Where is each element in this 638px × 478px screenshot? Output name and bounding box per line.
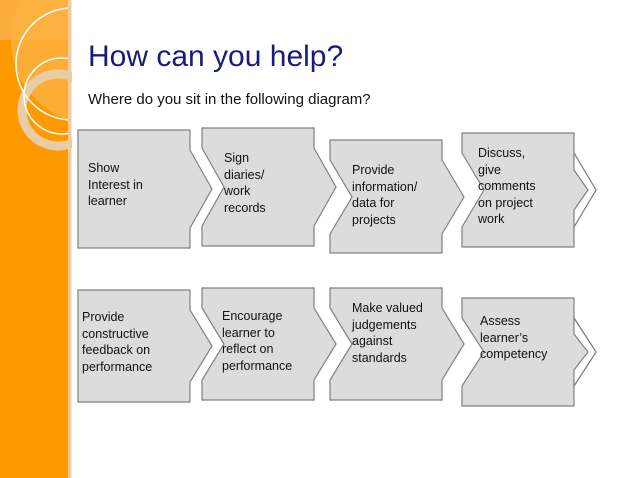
chevron-r1-s2[interactable] <box>201 127 337 247</box>
sidebar-graphic <box>0 0 72 478</box>
chevron-label-r2-s3: Make valued judgements against standards <box>352 301 423 365</box>
white-ring-inner <box>23 57 72 135</box>
chevron-r2-tail-arrow <box>573 315 597 389</box>
chevron-label-r1-s4: Discuss, give comments on project work <box>478 146 536 226</box>
decorative-sidebar <box>0 0 72 478</box>
pale-circle-top <box>10 0 68 120</box>
chevron-label-r2-s1: Provide constructive feedback on perform… <box>82 310 153 374</box>
chevron-label-r1-s2: Sign diaries/ work records <box>224 151 266 215</box>
chevron-r2-s2[interactable] <box>201 287 337 401</box>
chevron-r1-s4[interactable] <box>461 132 597 248</box>
chevron-label-r2-s2: Encourage learner to reflect on performa… <box>222 309 293 373</box>
white-ring-outer <box>15 7 72 121</box>
chevron-label-r1-s3: Provide information/ data for projects <box>352 163 418 227</box>
chevron-r1-s3[interactable] <box>329 139 465 254</box>
page-subtitle: Where do you sit in the following diagra… <box>88 91 371 108</box>
chevron-r2-s3[interactable] <box>329 287 465 401</box>
chevron-r2-s1[interactable] <box>77 289 213 403</box>
chevron-label-r1-s1: Show Interest in learner <box>88 161 143 208</box>
cream-stripe <box>68 0 72 478</box>
chevron-label-r2-s4: Assess learner’s competency <box>480 314 548 361</box>
page-title: How can you help? <box>88 40 344 73</box>
chevron-r1-s1[interactable] <box>77 129 213 249</box>
chevron-r2-s4[interactable] <box>461 297 597 407</box>
tan-ring <box>17 69 72 151</box>
chevron-r1-tail-arrow <box>573 150 597 230</box>
